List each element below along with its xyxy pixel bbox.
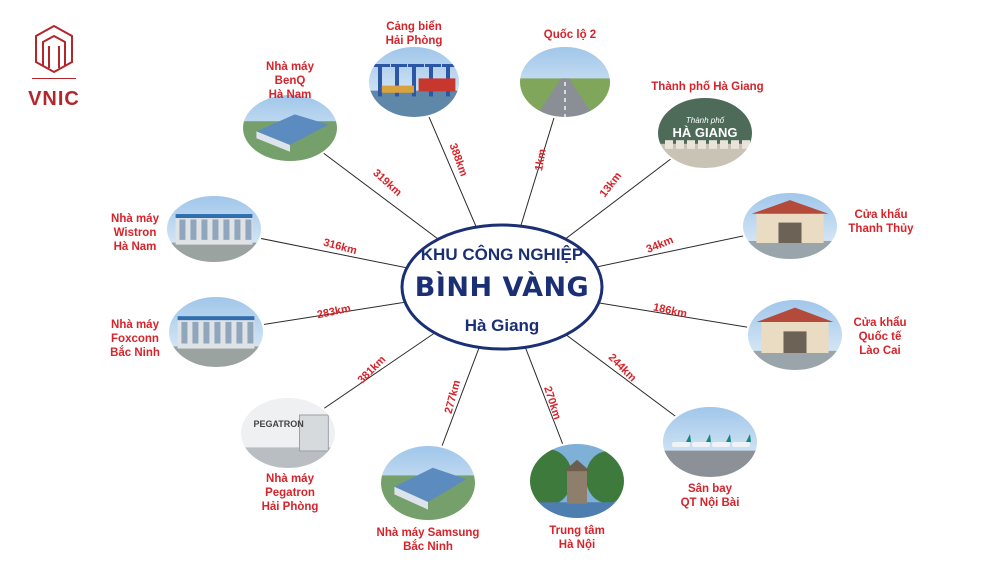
distance-label-pegatron-hai-phong: 381km bbox=[356, 353, 389, 386]
distance-label-thanh-pho-ha-giang: 13km bbox=[598, 170, 625, 200]
hub-ellipse bbox=[400, 223, 604, 351]
destination-label-wistron-ha-nam: Nhà máy Wistron Hà Nam bbox=[111, 213, 159, 253]
destination-label-thanh-pho-ha-giang: Thành phố Hà Giang bbox=[651, 81, 764, 93]
photo-thanh-pho-ha-giang bbox=[657, 97, 753, 169]
photo-cang-bien-hai-phong bbox=[368, 46, 460, 118]
hub-title-line1: KHU CÔNG NGHIỆP bbox=[420, 245, 584, 264]
distance-label-quoc-lo-2: 1km bbox=[533, 148, 549, 172]
ha-giang-sign-big: HÀ GIANG bbox=[673, 125, 738, 140]
destination-label-cua-khau-thanh-thuy: Cửa khẩu Thanh Thủy bbox=[848, 209, 914, 235]
photo-wistron-ha-nam bbox=[166, 195, 262, 263]
brand-name: VNIC bbox=[28, 88, 80, 110]
distance-label-cang-bien-hai-phong: 388km bbox=[447, 142, 470, 178]
destination-label-benq-ha-nam: Nhà máy BenQ Hà Nam bbox=[266, 61, 314, 101]
pegatron-sign-text: PEGATRON bbox=[253, 419, 303, 429]
destination-label-cua-khau-lao-cai: Cửa khẩu Quốc tế Lào Cai bbox=[853, 317, 907, 357]
vnic-logo: VNIC bbox=[14, 22, 94, 112]
distance-label-cua-khau-lao-cai: 186km bbox=[652, 301, 688, 320]
logo-divider bbox=[32, 78, 76, 79]
distance-label-benq-ha-nam: 319km bbox=[370, 167, 404, 199]
destination-label-trung-tam-ha-noi: Trung tâm Hà Nội bbox=[549, 525, 605, 551]
distance-label-cua-khau-thanh-thuy: 34km bbox=[645, 234, 676, 256]
destination-label-quoc-lo-2: Quốc lộ 2 bbox=[543, 29, 597, 41]
hub-title-line2: BÌNH VÀNG bbox=[414, 272, 590, 303]
photo-san-bay-noi-bai bbox=[662, 406, 758, 478]
destination-label-san-bay-noi-bai: Sân bay QT Nội Bài bbox=[680, 483, 740, 509]
distance-label-trung-tam-ha-noi: 270km bbox=[541, 385, 563, 421]
destination-label-cang-bien-hai-phong: Cảng biển Hải Phòng bbox=[385, 21, 443, 47]
destination-label-foxconn-bac-ninh: Nhà máy Foxconn Bắc Ninh bbox=[110, 319, 160, 359]
hub-title-line3: Hà Giang bbox=[464, 316, 540, 335]
distance-label-foxconn-bac-ninh: 283km bbox=[316, 302, 352, 321]
logo-mark-icon bbox=[35, 24, 73, 74]
photo-pegatron-hai-phong: PEGATRON bbox=[240, 397, 336, 469]
ha-giang-sign-small: Thành phố bbox=[686, 116, 726, 125]
destination-label-samsung-bac-ninh: Nhà máy Samsung Bắc Ninh bbox=[376, 527, 480, 553]
photo-trung-tam-ha-noi bbox=[529, 443, 625, 519]
destination-label-pegatron-hai-phong: Nhà máy Pegatron Hải Phòng bbox=[261, 473, 319, 513]
photo-samsung-bac-ninh bbox=[380, 445, 476, 521]
